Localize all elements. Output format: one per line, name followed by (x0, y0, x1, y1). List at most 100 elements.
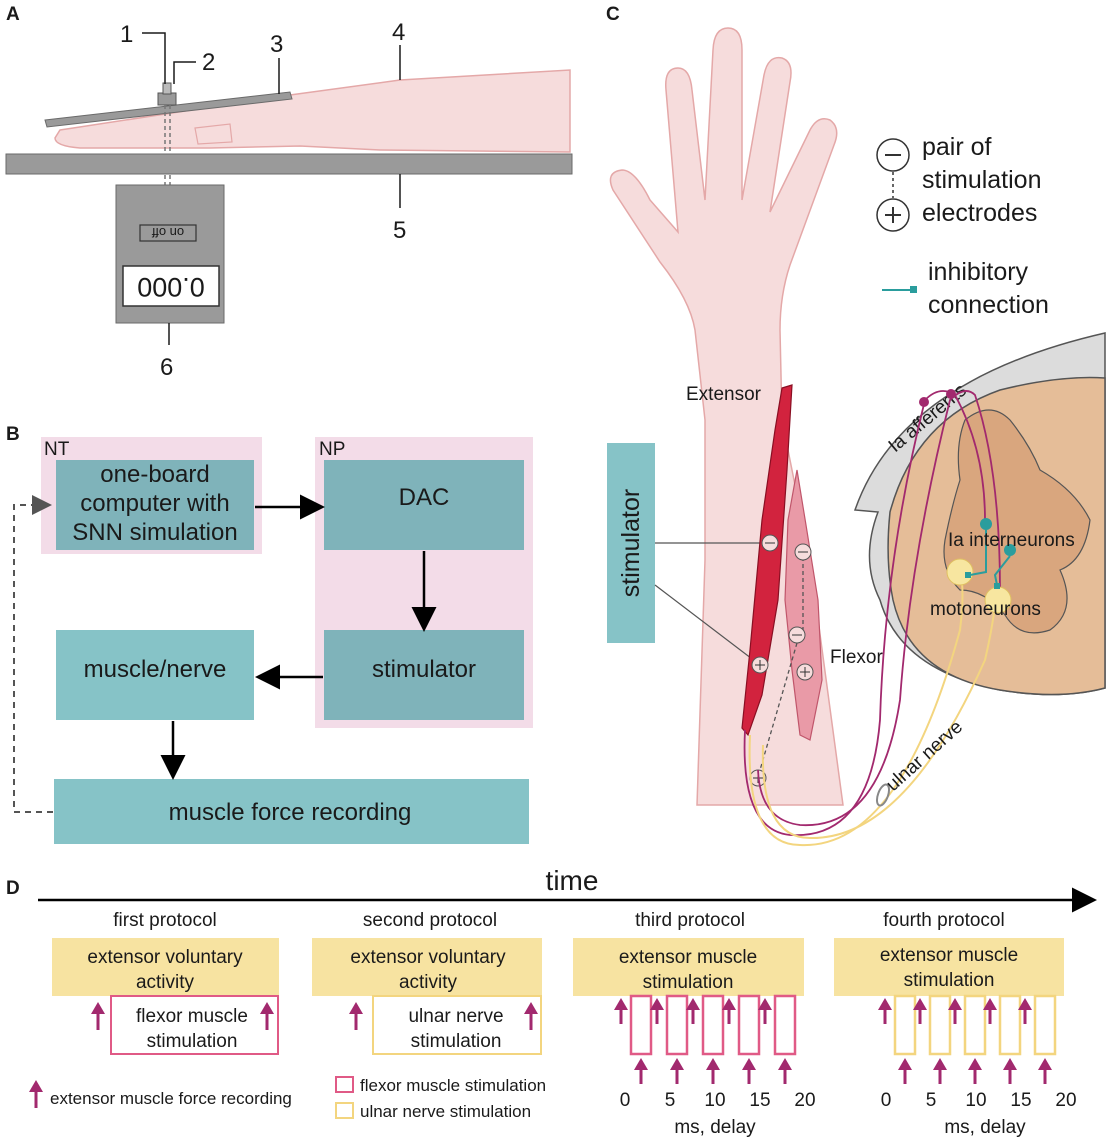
panel-a: A on off 0.000 1 2 3 4 5 6 (5, 4, 573, 381)
protocol-4-pulse-0 (893, 994, 917, 1056)
p4-tick-5: 5 (926, 1090, 937, 1111)
switch-label: on off (151, 225, 184, 240)
p4-delay-axis-label: ms, delay (944, 1117, 1026, 1138)
electrode-nerve-minus (788, 626, 806, 644)
legend-inhibitory-line-1: inhibitory (928, 258, 1029, 286)
protocol-4-recording-arrow-bottom-4 (1038, 1058, 1052, 1084)
protocol-3-top-line-2: stimulation (643, 972, 734, 993)
protocol-3-pulse-3 (737, 994, 761, 1056)
motor-fiber-2 (761, 604, 996, 840)
legend-flexor-swatch (335, 1076, 354, 1093)
protocol-4-top-box (834, 938, 1064, 996)
nerve-electrode-link (759, 642, 798, 771)
thumb-outline (194, 123, 233, 145)
sensor-screw (162, 82, 172, 95)
legend-inhibitory-line-2: connection (928, 291, 1049, 319)
protocol-1-recording-arrow-right (260, 1002, 274, 1030)
computer-line-3: SNN simulation (72, 519, 237, 546)
protocol-4-delay-ticks: 0 5 10 15 20 (881, 1090, 1077, 1111)
protocol-3-title: third protocol (635, 910, 745, 931)
legend-arrow-icon (29, 1080, 43, 1108)
ia-afferent-fiber-2 (743, 390, 986, 836)
group-nt-label: NT (44, 439, 70, 460)
panel-b: B NT NP one-board computer with SNN simu… (6, 424, 533, 844)
electrode-extensor-minus (761, 534, 779, 552)
protocol-3-recording-arrow-bottom-4 (778, 1058, 792, 1084)
computer-box (56, 460, 254, 550)
muscle-nerve-label: muscle/nerve (84, 656, 227, 683)
stimulator-box-label: stimulator (372, 656, 476, 683)
dac-box (324, 460, 524, 550)
protocol-3-recording-arrow-top-1 (650, 998, 664, 1024)
panel-c-label: C (606, 4, 620, 25)
muscle-nerve-box (56, 630, 254, 720)
protocol-3-recording-arrow-top-0 (614, 998, 628, 1024)
callout-2: 2 (202, 49, 215, 76)
stimulator-box (324, 630, 524, 720)
group-np-label: NP (319, 439, 345, 460)
protocol-2-bottom-line-1: ulnar nerve (408, 1006, 503, 1027)
protocol-1-title: first protocol (113, 910, 216, 931)
stim-wire-2 (654, 584, 761, 666)
forearm-side-view (54, 69, 571, 153)
protocol-4-pulse-1 (928, 994, 952, 1056)
recording-label: muscle force recording (169, 799, 412, 826)
panel-d: D time first protocol extensor voluntary… (6, 865, 1097, 1138)
on-off-switch (139, 224, 197, 242)
protocol-2-recording-arrow-left (349, 1002, 363, 1030)
p4-tick-20: 20 (1055, 1090, 1076, 1111)
protocol-3-pulse-2 (701, 994, 725, 1056)
motoneurons-label: motoneurons (930, 599, 1041, 620)
inhibitory-terminal-1 (965, 572, 971, 578)
protocol-3-top-box (573, 938, 804, 996)
extensor-muscle (741, 384, 793, 737)
electrode-extensor-plus (751, 656, 769, 674)
feedback-loop-arrow (13, 495, 53, 813)
protocol-1-2-recording-arrows (91, 1002, 538, 1030)
legend-flexor-text: flexor muscle stimulation (360, 1076, 546, 1095)
callout-4: 4 (392, 19, 405, 46)
protocol-4-recording-arrow-top-4 (1018, 998, 1032, 1024)
protocol-4-pulse-4 (1033, 994, 1057, 1056)
protocol-3-top-line-1: extensor muscle (619, 947, 757, 968)
protocol-3-pulse-0 (629, 994, 653, 1056)
protocol-3-recording-arrow-top-2 (686, 998, 700, 1024)
p4-tick-10: 10 (965, 1090, 986, 1111)
inhibitory-path-1 (969, 530, 987, 576)
electrode-flexor-minus (794, 543, 812, 561)
legend-ulnar-swatch (335, 1102, 354, 1119)
protocol-3-recording-arrow-bottom-3 (742, 1058, 756, 1084)
protocol-4-top-line-1: extensor muscle (880, 945, 1018, 966)
display-value: 0.000 (137, 272, 205, 302)
afferent-soma-1 (919, 397, 929, 407)
p3-tick-20: 20 (794, 1090, 815, 1111)
protocol-2-top-box (312, 938, 542, 996)
stimulator-device-label: stimulator (617, 489, 645, 597)
callout-3: 3 (270, 31, 283, 58)
callout-6: 6 (160, 354, 173, 381)
protocol-4-recording-arrow-top-0 (878, 998, 892, 1024)
protocol-4-title: fourth protocol (883, 910, 1004, 931)
ia-interneuron-2 (1004, 544, 1016, 556)
protocol-3-pulses (614, 994, 797, 1084)
protocol-4-pulse-3 (998, 994, 1022, 1056)
time-label: time (546, 865, 599, 896)
p3-delay-axis-label: ms, delay (674, 1117, 756, 1138)
p4-tick-0: 0 (881, 1090, 892, 1111)
ia-interneuron-1 (980, 518, 992, 530)
protocol-4-recording-arrow-top-1 (913, 998, 927, 1024)
protocol-2-top-line-2: activity (399, 972, 458, 993)
computer-line-1: one-board (100, 461, 209, 488)
legend-inhibitory-terminal (910, 286, 917, 293)
hand-plate (44, 91, 293, 128)
protocol-2-bottom-line-2: stimulation (411, 1031, 502, 1052)
table (5, 153, 573, 175)
extensor-label: Extensor (686, 384, 762, 405)
motoneuron-1 (946, 558, 974, 586)
protocol-3-pulse-4 (773, 994, 797, 1056)
protocol-1-bottom-line-1: flexor muscle (136, 1006, 248, 1027)
afferent-soma-2 (946, 389, 956, 399)
protocol-4-recording-arrow-top-2 (948, 998, 962, 1024)
protocol-2-recording-arrow-right (524, 1002, 538, 1030)
protocol-2-ulnar-box (372, 995, 542, 1055)
